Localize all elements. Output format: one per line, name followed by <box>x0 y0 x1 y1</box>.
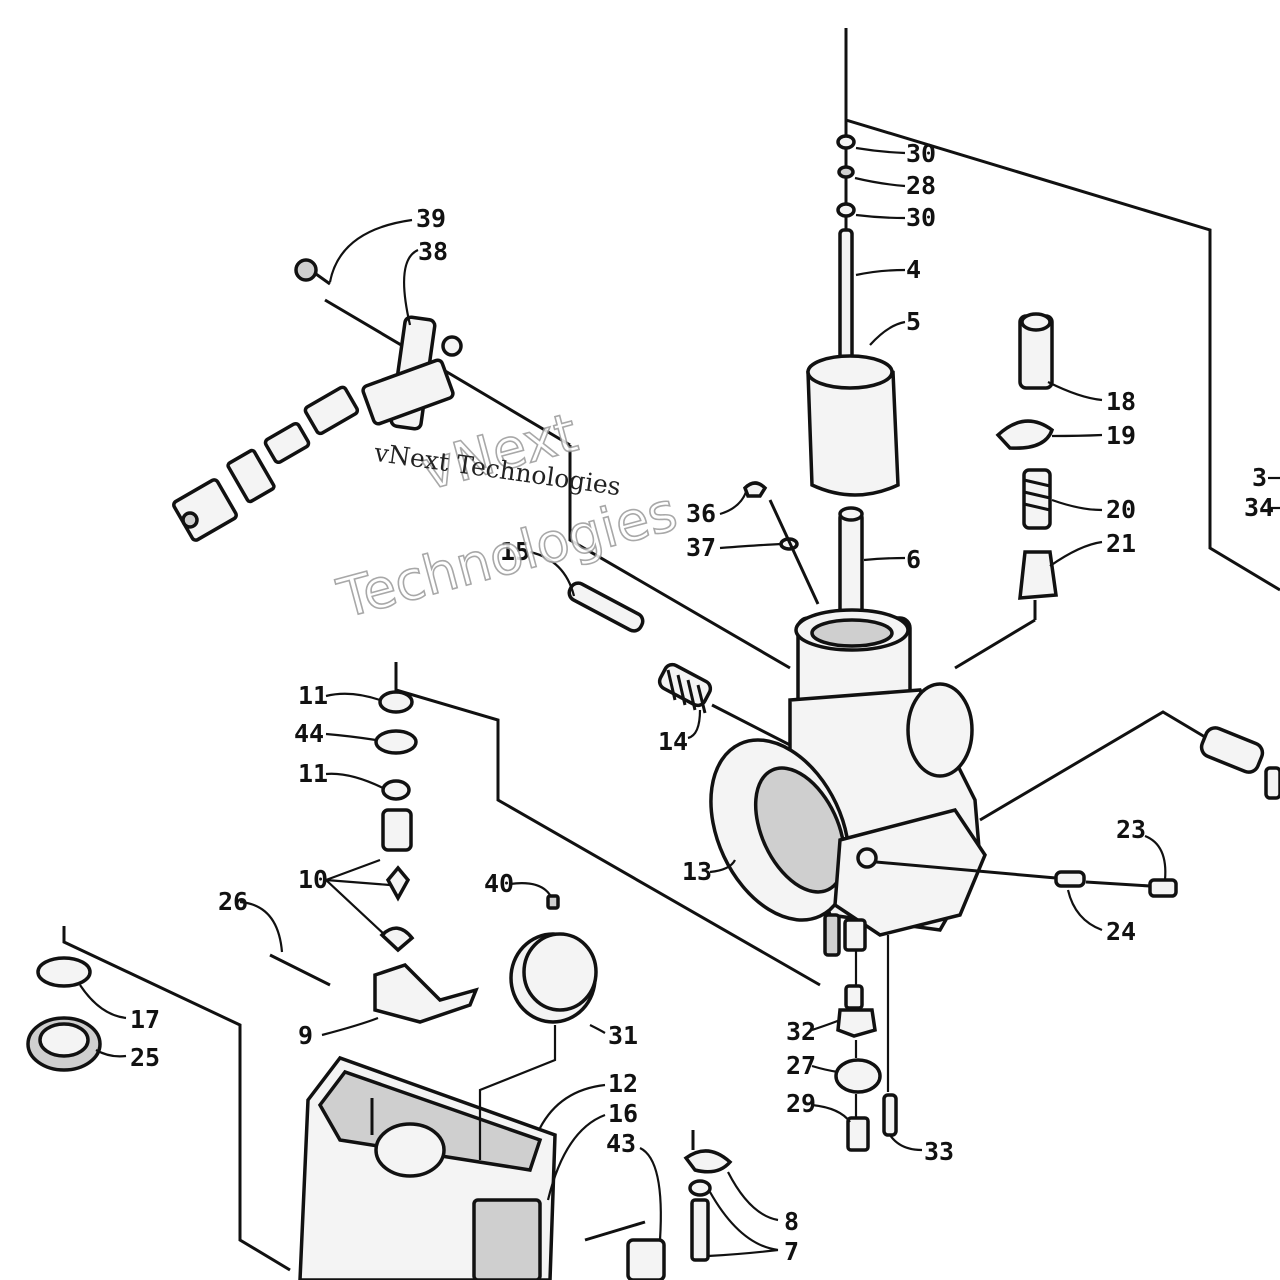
part-label-33: 33 <box>924 1137 954 1166</box>
part-label-19: 19 <box>1106 421 1136 450</box>
part-label-24: 24 <box>1106 917 1136 946</box>
part-label-21: 21 <box>1106 529 1136 558</box>
part-label-10: 10 <box>298 865 328 894</box>
right-side-parts <box>875 312 1280 898</box>
part-label-12: 12 <box>608 1069 638 1098</box>
part-label-11: 11 <box>298 759 328 788</box>
part-label-18: 18 <box>1106 387 1136 416</box>
part-label-40: 40 <box>484 869 514 898</box>
small-parts <box>584 481 820 1280</box>
part-label-25: 25 <box>130 1043 160 1072</box>
part-label-29: 29 <box>786 1089 816 1118</box>
part-label-30: 30 <box>906 203 936 232</box>
part-label-37: 37 <box>686 533 716 562</box>
float-assembly <box>509 894 598 1024</box>
part-label-23: 23 <box>1116 815 1146 844</box>
drain-plug-assembly <box>26 956 102 1072</box>
part-label-17: 17 <box>130 1005 160 1034</box>
part-label-16: 16 <box>608 1099 638 1128</box>
part-label-36: 36 <box>686 499 716 528</box>
part-label-3: 3 <box>1252 463 1267 492</box>
part-label-34: 34 <box>1244 493 1274 522</box>
part-label-44: 44 <box>294 719 324 748</box>
air-screw-and-spring <box>567 581 791 747</box>
part-label-38: 38 <box>418 237 448 266</box>
part-label-4: 4 <box>906 255 921 284</box>
part-number-labels: 30 28 30 4 5 39 38 18 19 3 34 20 21 36 3… <box>130 139 1274 1266</box>
part-label-30: 30 <box>906 139 936 168</box>
watermark: vNext Technologies vNext Technologies <box>330 400 684 631</box>
part-label-9: 9 <box>298 1021 313 1050</box>
part-label-20: 20 <box>1106 495 1136 524</box>
part-label-26: 26 <box>218 887 248 916</box>
part-label-15: 15 <box>500 537 530 566</box>
part-label-13: 13 <box>682 857 712 886</box>
choke-lever-assembly <box>172 258 463 542</box>
part-label-8: 8 <box>784 1207 799 1236</box>
part-label-32: 32 <box>786 1017 816 1046</box>
part-label-14: 14 <box>658 727 688 756</box>
main-jet-stack <box>834 984 898 1152</box>
float-bowl <box>298 1055 557 1280</box>
throttle-slide-stack <box>806 134 900 644</box>
jet-and-float-arm-stack <box>269 690 479 1024</box>
part-label-7: 7 <box>784 1237 799 1266</box>
part-label-6: 6 <box>906 545 921 574</box>
part-label-28: 28 <box>906 171 936 200</box>
part-label-11: 11 <box>298 681 328 710</box>
leader-lines <box>79 146 1280 1258</box>
carburetor-body <box>709 608 987 957</box>
assembly-frame-lines <box>62 28 1280 1272</box>
part-label-31: 31 <box>608 1021 638 1050</box>
part-label-27: 27 <box>786 1051 816 1080</box>
part-label-39: 39 <box>416 204 446 233</box>
part-label-43: 43 <box>606 1129 636 1158</box>
part-label-5: 5 <box>906 307 921 336</box>
